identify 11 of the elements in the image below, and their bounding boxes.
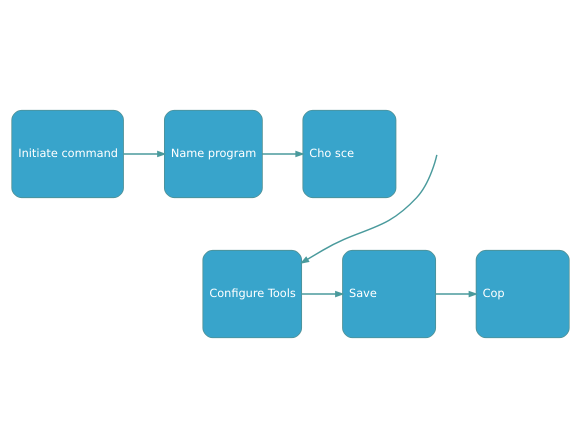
arrow xyxy=(300,154,438,264)
arrow xyxy=(302,290,345,298)
node-box: Cop xyxy=(476,250,570,338)
node-box: Name program xyxy=(164,110,263,198)
arrow xyxy=(124,150,167,158)
node-box: Initiate command xyxy=(11,110,124,198)
arrow xyxy=(262,150,305,158)
arrow xyxy=(436,290,478,298)
node-box: Configure Tools xyxy=(202,250,302,338)
node-box: Save xyxy=(342,250,436,338)
node-box: Cho sce xyxy=(302,110,396,198)
